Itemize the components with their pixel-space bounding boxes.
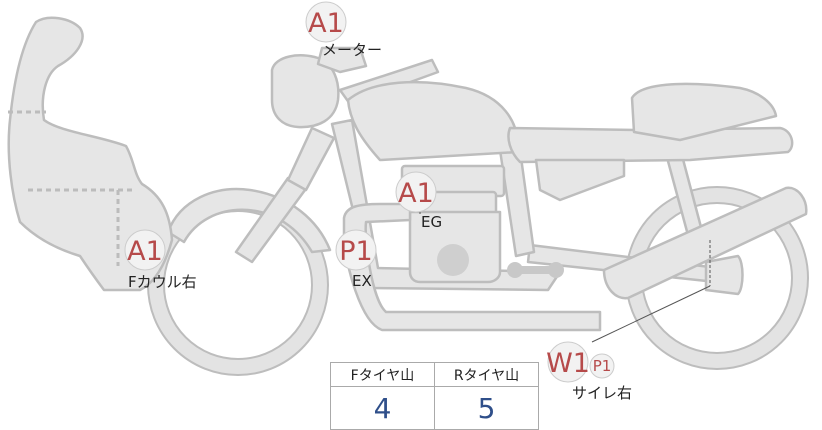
engine-marker[interactable]: A1 EG xyxy=(395,171,442,231)
meter-marker[interactable]: A1 メーター xyxy=(305,1,382,59)
exhaust-marker-label: EX xyxy=(352,272,372,290)
meter-marker-label: メーター xyxy=(322,41,382,59)
side-cover xyxy=(534,158,626,202)
silencer-marker-label: サイレ右 xyxy=(572,384,632,402)
fork-upper xyxy=(286,126,336,192)
tread-header-row: Fタイヤ山 Rタイヤ山 xyxy=(330,362,539,387)
meter-unit xyxy=(316,46,368,74)
frame-rear xyxy=(498,148,536,258)
rear-tread-value: 5 xyxy=(434,386,539,430)
silencer-leader xyxy=(591,285,711,343)
tread-value-row: 4 5 xyxy=(330,386,539,430)
engine xyxy=(400,164,564,284)
front-tread-header: Fタイヤ山 xyxy=(330,362,435,387)
silencer-marker[interactable]: W1 P1 サイレ右 xyxy=(546,341,632,402)
headlight xyxy=(270,54,340,129)
silencer-marker-code: W1 xyxy=(546,348,590,379)
engine-marker-label: EG xyxy=(421,213,442,231)
silencer xyxy=(602,186,808,300)
rear-cowl xyxy=(630,82,778,142)
seat xyxy=(507,126,794,164)
exhaust-pipe xyxy=(342,202,602,332)
exhaust-marker[interactable]: P1 EX xyxy=(335,229,377,290)
meter-marker-code: A1 xyxy=(308,8,344,39)
front-tread-value: 4 xyxy=(330,386,435,430)
silencer-end xyxy=(704,254,744,296)
tire-tread-table: Fタイヤ山 Rタイヤ山 4 5 xyxy=(330,362,539,430)
exhaust-marker-code: P1 xyxy=(339,236,372,267)
rear-tread-header: Rタイヤ山 xyxy=(434,362,539,387)
engine-marker-code: A1 xyxy=(398,178,434,209)
silencer-marker-subcode: P1 xyxy=(593,357,612,375)
cowl-marker-label: Fカウル右 xyxy=(128,273,197,291)
cowl-marker-code: A1 xyxy=(127,236,163,267)
fuel-tank xyxy=(346,80,520,162)
cowl-dashed-line xyxy=(8,110,136,266)
front-cowl xyxy=(7,16,174,292)
cowl-marker[interactable]: A1 Fカウル右 xyxy=(124,229,197,291)
